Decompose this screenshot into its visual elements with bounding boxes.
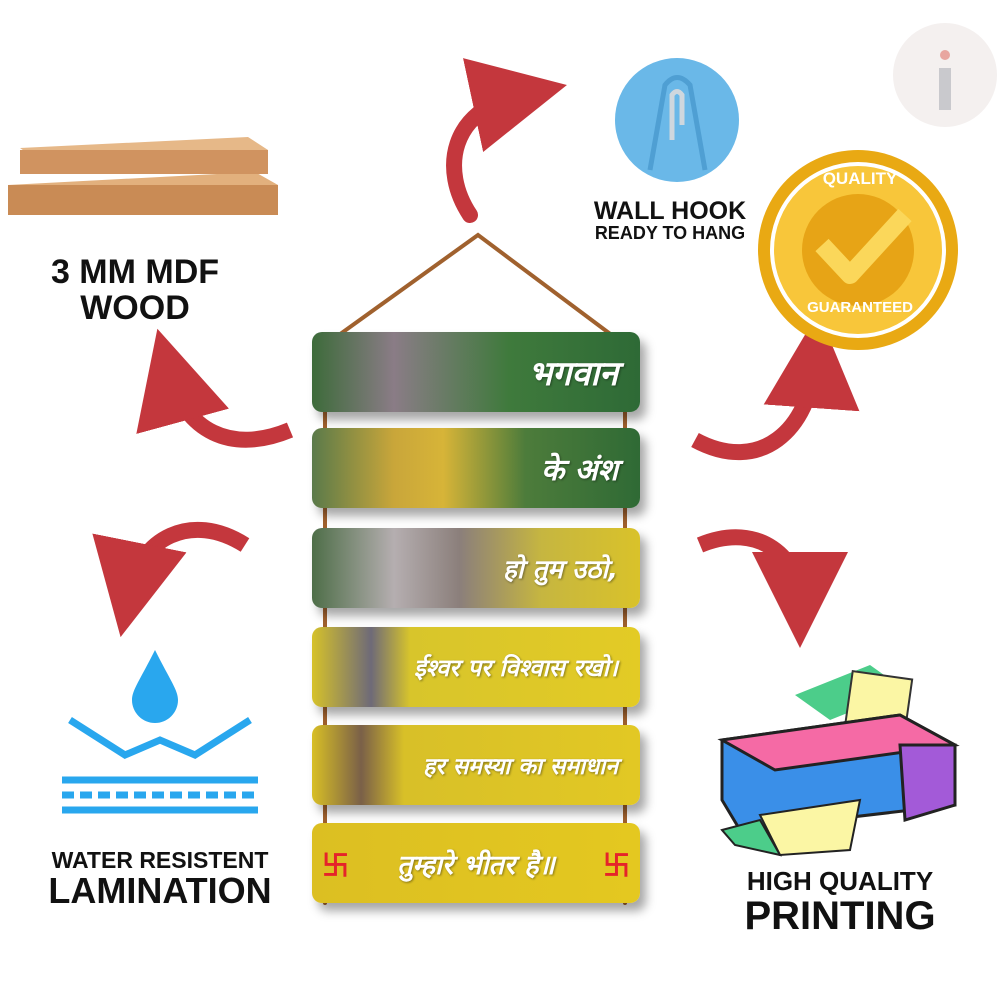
- swastika-symbol-right: 卐: [602, 850, 630, 882]
- wood-label: 3 MM MDF WOOD: [20, 253, 250, 327]
- water-resistant-icon: [62, 650, 258, 814]
- quality-seal-top-text: QUALITY: [822, 169, 898, 188]
- printer-icon: [717, 665, 960, 857]
- printing-label-line2: PRINTING: [744, 894, 936, 939]
- rope-segment: [323, 345, 327, 905]
- plank-text: ईश्वर पर विश्वास रखो।: [414, 653, 618, 682]
- wall-plank-5: हर समस्या का समाधान: [312, 725, 640, 805]
- hook-label: WALL HOOK READY TO HANG: [570, 198, 770, 243]
- brand-logo: [893, 23, 997, 127]
- hook-label-line1: WALL HOOK: [593, 197, 747, 225]
- arrow-up-left: [446, 58, 567, 223]
- lamination-label-line2: LAMINATION: [48, 870, 272, 912]
- plank-text: हर समस्या का समाधान: [423, 754, 618, 780]
- wall-plank-2: के अंश: [312, 428, 640, 508]
- wood-label-line2: WOOD: [80, 288, 190, 327]
- swastika-symbol-left: 卐: [322, 850, 349, 882]
- wall-plank-3: हो तुम उठो,: [312, 528, 640, 608]
- arrow-right-bottom: [696, 529, 848, 648]
- wall-plank-4: ईश्वर पर विश्वास रखो।: [312, 627, 640, 707]
- hanging-rope: [323, 232, 627, 347]
- wall-plank-1: भगवान: [312, 332, 640, 412]
- lamination-label-line1: WATER RESISTENT: [51, 847, 269, 873]
- wall-plank-6: 卐 तुम्हारे भीतर है॥ 卐: [312, 823, 640, 903]
- wood-label-line1: 3 MM MDF: [50, 253, 220, 291]
- printing-label-line1: HIGH QUALITY: [746, 866, 934, 896]
- arrow-right-top: [691, 312, 860, 460]
- plank-text: हो तुम उठो,: [503, 555, 618, 585]
- printing-label: HIGH QUALITY PRINTING: [720, 866, 960, 939]
- lamination-label: WATER RESISTENT LAMINATION: [30, 848, 290, 910]
- plank-text: भगवान: [528, 354, 618, 394]
- quality-seal-icon: [758, 150, 958, 350]
- wall-hook-icon: [615, 58, 739, 182]
- plank-text: तुम्हारे भीतर है॥: [397, 849, 555, 881]
- rope-segment: [623, 345, 627, 905]
- wood-boards-icon: [8, 137, 278, 215]
- hook-label-line2: READY TO HANG: [594, 223, 746, 244]
- arrow-left-bottom: [92, 521, 250, 638]
- plank-text: के अंश: [541, 452, 618, 488]
- arrow-left-top: [136, 328, 294, 448]
- quality-seal-bottom-text: GUARANTEED: [807, 299, 913, 316]
